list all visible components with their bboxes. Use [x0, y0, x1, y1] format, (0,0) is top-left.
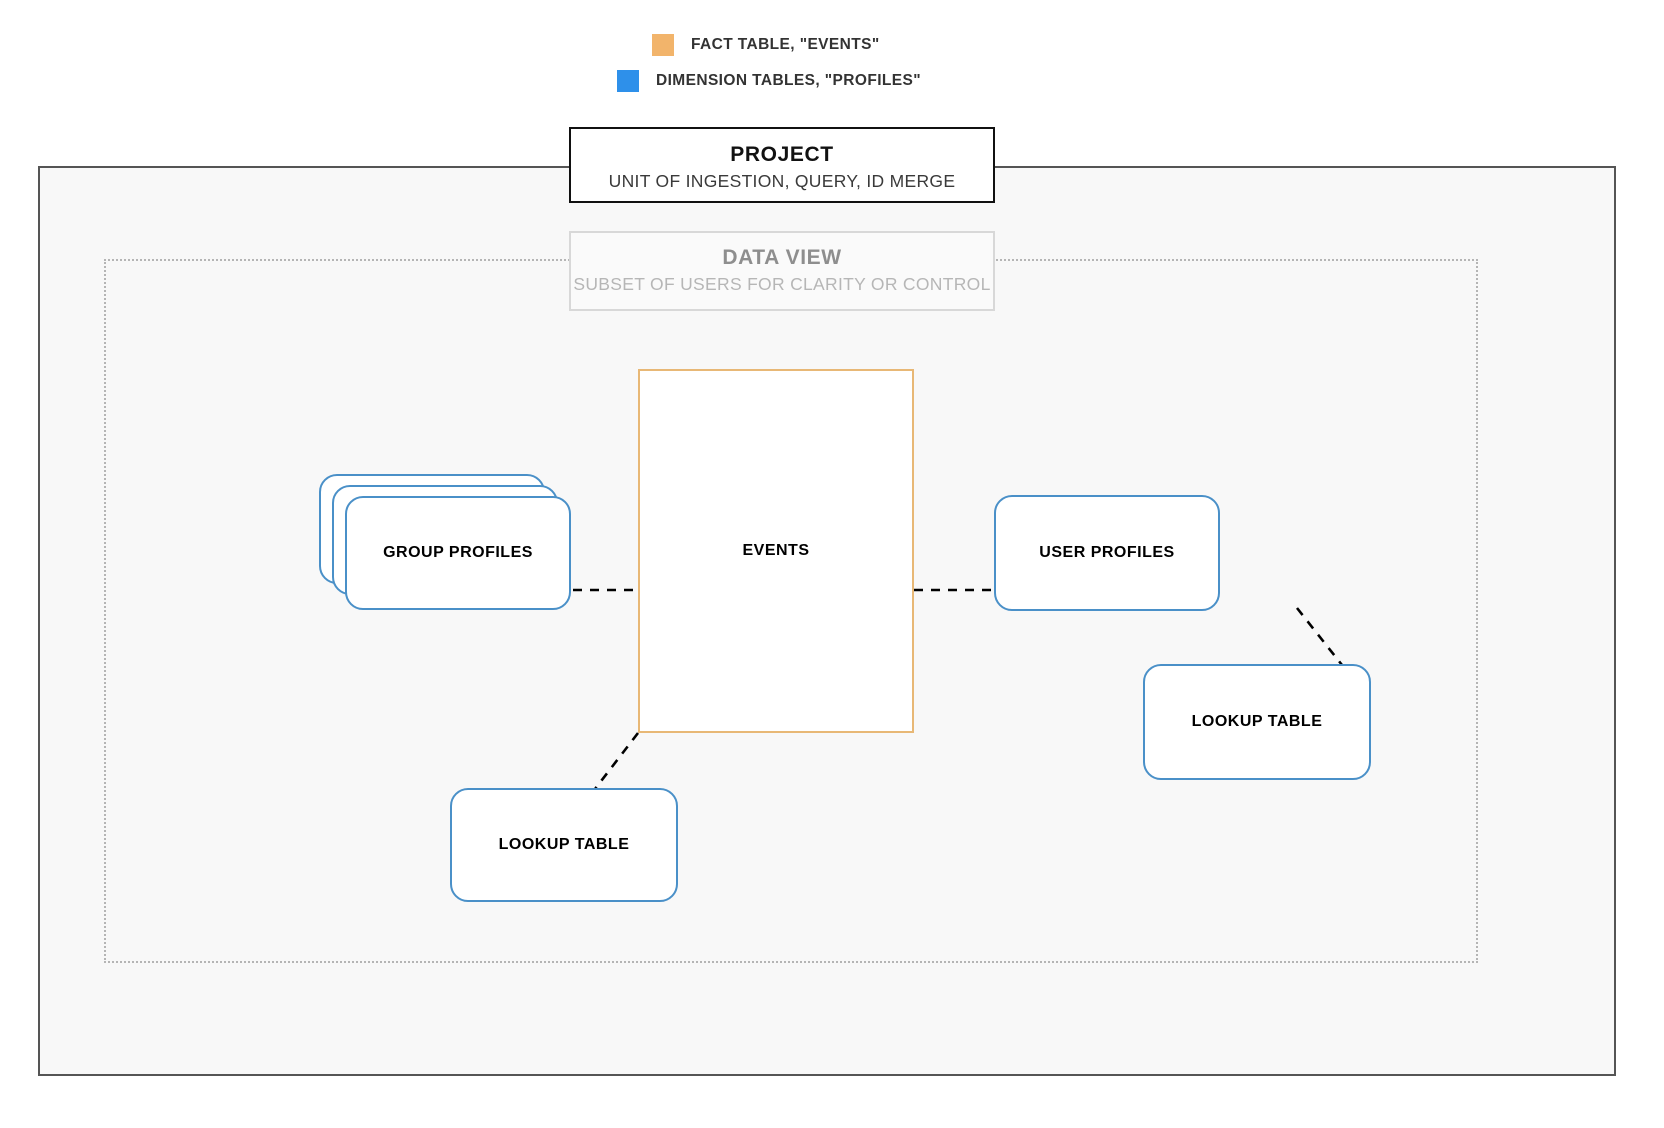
project-title: PROJECT [730, 143, 834, 166]
orange-square-swatch [652, 34, 674, 56]
project-header-box: PROJECT UNIT OF INGESTION, QUERY, ID MER… [569, 127, 995, 203]
legend-item-dimension-tables: DIMENSION TABLES, "PROFILES" [617, 70, 921, 92]
data-view-title: DATA VIEW [722, 246, 842, 269]
blue-square-swatch [617, 70, 639, 92]
node-label-events: EVENTS [742, 542, 810, 559]
node-events[interactable]: EVENTS [638, 369, 914, 733]
legend-label-dimension-tables: DIMENSION TABLES, "PROFILES" [656, 72, 922, 89]
node-label-lookup-table-left: LOOKUP TABLE [498, 836, 630, 853]
node-lookup-table-right[interactable]: LOOKUP TABLE [1143, 664, 1371, 780]
project-subtitle: UNIT OF INGESTION, QUERY, ID MERGE [608, 171, 956, 192]
node-user-profiles[interactable]: USER PROFILES [994, 495, 1220, 611]
group-profiles-stack-card-front[interactable]: GROUP PROFILES [345, 496, 571, 610]
node-group-profiles[interactable]: GROUP PROFILES [319, 474, 571, 610]
data-view-header-box: DATA VIEW SUBSET OF USERS FOR CLARITY OR… [569, 231, 995, 311]
legend-label-fact-table: FACT TABLE, "EVENTS" [691, 36, 880, 53]
node-label-group-profiles: GROUP PROFILES [383, 544, 533, 561]
node-label-lookup-table-right: LOOKUP TABLE [1191, 713, 1323, 730]
data-view-subtitle: SUBSET OF USERS FOR CLARITY OR CONTROL [573, 274, 991, 295]
legend-item-fact-table: FACT TABLE, "EVENTS" [652, 34, 880, 56]
node-label-user-profiles: USER PROFILES [1039, 544, 1175, 561]
node-lookup-table-left[interactable]: LOOKUP TABLE [450, 788, 678, 902]
